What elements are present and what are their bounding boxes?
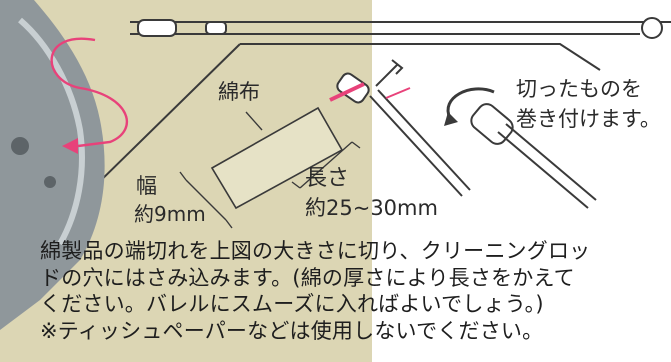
wrap-note-line1: 切ったものを [516, 77, 642, 101]
frame-diagonal [240, 43, 601, 71]
instruction-line: ドの穴にはさみ込みます。(綿の厚さにより長さをかえて [40, 265, 575, 290]
pink-arrow-icon [50, 37, 129, 154]
width-value: 約9mm [134, 202, 206, 226]
cloth-strip-icon [179, 106, 361, 229]
length-title: 長さ [305, 166, 350, 191]
air-gun-icon [0, 0, 105, 330]
width-title: 幅 [136, 174, 157, 198]
length-value: 約25~30mm [305, 196, 438, 220]
instructions-text: 綿製品の端切れを上図の大きさに切り、クリーニングロッ ドの穴にはさみ込みます。(… [40, 238, 670, 344]
instruction-line: ※ティッシュペーパーなどは使用しないでください。 [40, 318, 544, 343]
cloth-label: 綿布 [218, 80, 260, 104]
instruction-line: 綿製品の端切れを上図の大きさに切り、クリーニングロッ [40, 239, 591, 263]
rod-insert [329, 59, 471, 197]
wrap-arrow-icon [444, 87, 597, 209]
instruction-line: ください。バレルにスムーズに入ればよいでしょう。) [40, 292, 544, 316]
wrap-note-line2: 巻き付けます。 [516, 107, 661, 131]
cleaning-rod-icon [137, 17, 663, 39]
